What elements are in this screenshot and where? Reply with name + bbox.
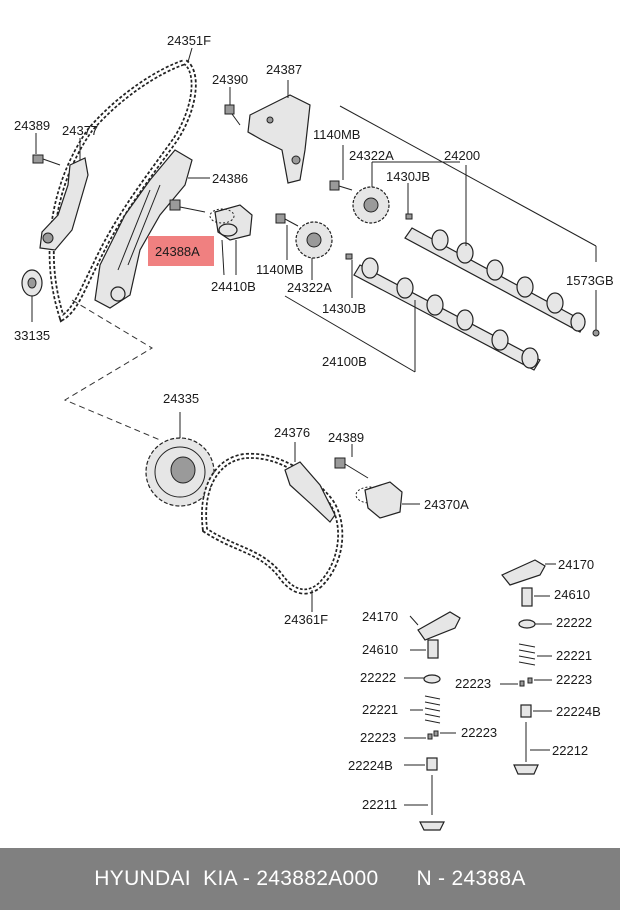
label-24100B: 24100B [322,354,367,369]
rocker-arm-24170-right [501,559,556,586]
label-22221-right: 22221 [556,648,592,663]
bolt-24390 [224,104,241,126]
tensioner-arm-24386 [94,149,193,309]
label-24390: 24390 [212,72,248,87]
label-1430JB-upper: 1430JB [386,169,430,184]
label-22221-left: 22221 [362,702,398,717]
valve-22211 [404,775,445,831]
label-1140MB-upper: 1140MB [313,127,360,142]
label-22212: 22212 [552,743,588,758]
retainer-22222-right [518,619,552,629]
label-24387: 24387 [266,62,302,77]
label-24351F: 24351F [167,33,211,48]
retainer-22222-left [404,674,441,684]
label-22223-right: 22223 [556,672,592,687]
label-22211: 22211 [362,797,397,812]
chain-guide-24376 [284,442,336,523]
label-1573GB: 1573GB [566,273,614,288]
bolt-24389-upper [32,154,61,166]
label-24386: 24386 [212,171,248,186]
sprocket-24322A-lower [295,221,333,259]
camshaft-24200 [404,227,586,333]
label-33135: 33135 [14,328,50,343]
label-24322A-lower: 24322A [287,280,332,295]
label-24610-left: 24610 [362,642,398,657]
spring-22221-left [410,695,441,724]
label-24410B: 24410B [211,279,256,294]
bolt-24388A [169,199,206,213]
label-24322A-upper: 24322A [349,148,394,163]
plug-1573GB [592,329,600,337]
timing-chain-exploded-diagram: 24351F 24390 24387 24389 24377 1140MB 24… [14,33,614,831]
keeper-22223-right [500,677,552,687]
label-24170-right: 24170 [558,557,594,572]
label-1430JB-lower: 1430JB [322,301,366,316]
label-24200: 24200 [444,148,480,163]
label-24388A: 24388A [155,244,200,259]
highlight-box-24388A [148,236,214,266]
pin-1430JB-lower [345,253,353,260]
pin-1430JB-upper [405,213,413,220]
tensioner-24410B [209,204,253,241]
part-labels: 24351F 24390 24387 24389 24377 1140MB 24… [14,33,614,812]
upper-timing-chain [48,58,197,323]
label-24170-left: 24170 [362,609,398,624]
dashed-connector [63,299,161,441]
rocker-arm-24170-left [409,611,461,641]
crank-sprocket-24335 [145,412,215,507]
label-24389-lower: 24389 [328,430,364,445]
footer-part-number: HYUNDAI KIA - 243882A000 [94,867,379,890]
label-22224B-right: 22224B [556,704,601,719]
spring-22221-right [518,643,552,666]
lash-adjuster-24610-right [521,587,550,607]
washer-33135 [21,269,43,297]
tensioner-24370A [355,481,420,519]
label-22223-left2: 22223 [461,725,497,740]
footer-bar: HYUNDAI KIA - 243882A000 N - 24388A [0,848,620,910]
lower-timing-chain-24361F [201,452,344,612]
bolt-1140MB-upper [329,180,353,191]
camshaft-24100B [353,257,541,371]
label-22222-left: 22222 [360,670,396,685]
lash-adjuster-24610-left [410,639,439,659]
bolt-1140MB-lower [275,213,299,227]
label-22223-mid: 22223 [455,676,491,691]
chain-guide-24377 [39,157,89,251]
label-24370A: 24370A [424,497,469,512]
label-1140MB-lower: 1140MB [256,262,303,277]
seal-22224B-right [520,704,552,718]
keeper-22223-left [404,730,456,740]
footer-reference: N - 24388A [416,867,526,890]
bracket-24387 [247,94,311,184]
bolt-24389-lower [334,444,369,479]
valve-22212 [513,722,550,775]
label-22222-right: 22222 [556,615,592,630]
seal-22224B-left [404,757,438,771]
label-24389-upper: 24389 [14,118,50,133]
label-24361F: 24361F [284,612,328,627]
label-22223-left: 22223 [360,730,396,745]
leader-lines-upper [31,47,597,373]
label-24376: 24376 [274,425,310,440]
sprocket-24322A-upper [352,186,390,224]
label-22224B-left: 22224B [348,758,393,773]
label-24377: 24377 [62,123,98,138]
label-24610-right: 24610 [554,587,590,602]
label-24335: 24335 [163,391,199,406]
